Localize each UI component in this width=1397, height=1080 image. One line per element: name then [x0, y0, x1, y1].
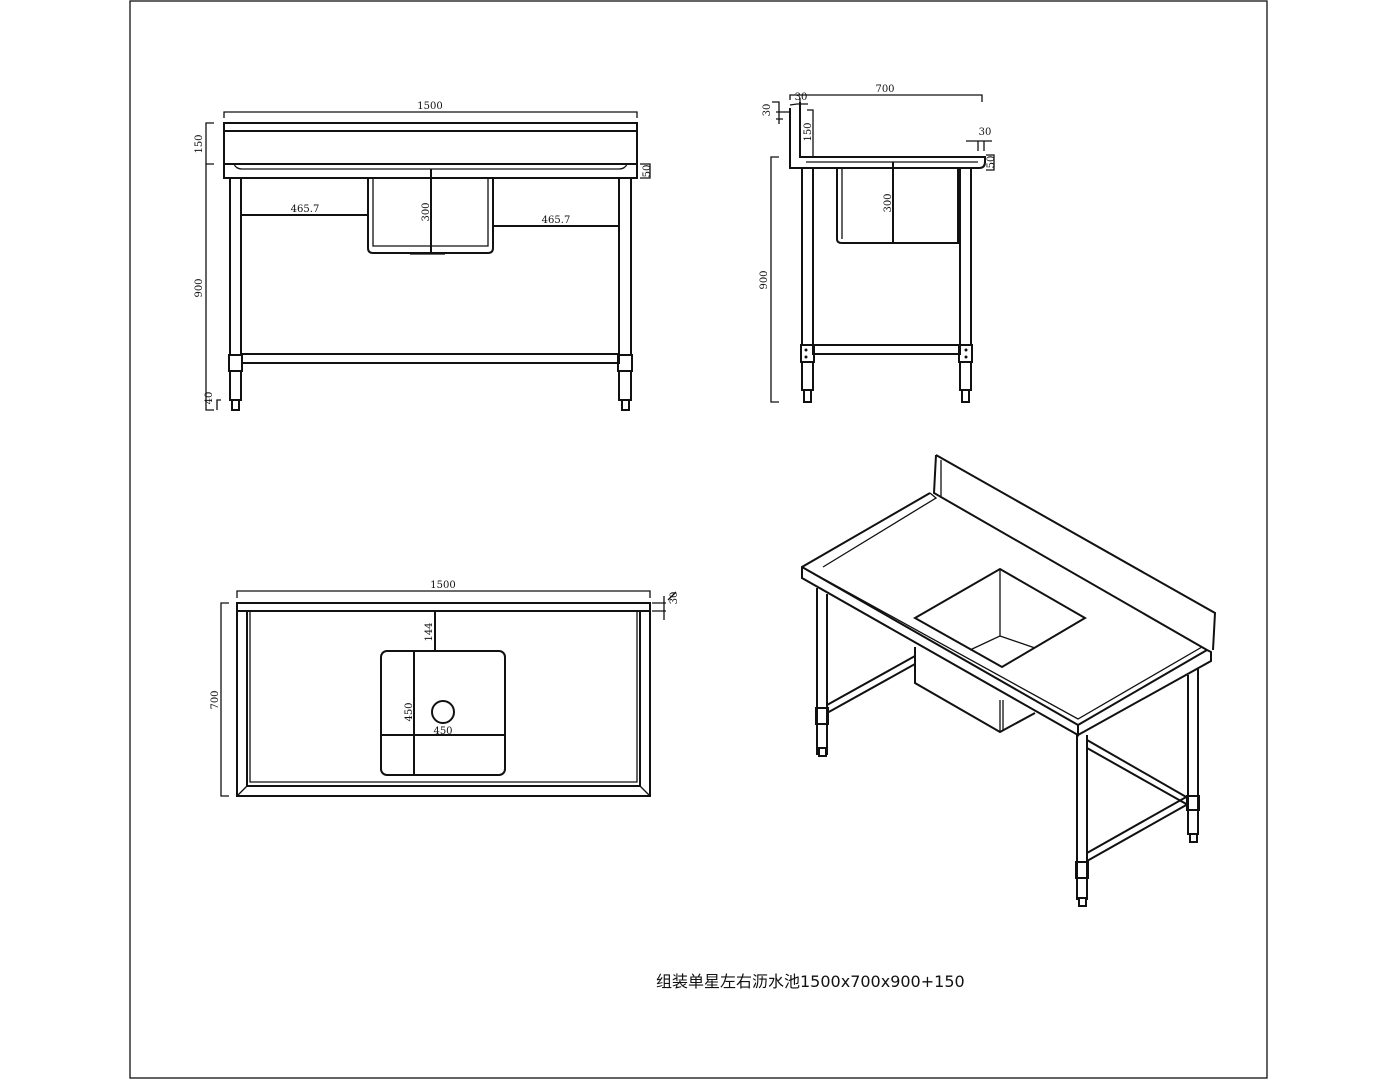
dim-top-backsplash-label: 30 — [669, 592, 680, 605]
dim-bowl-offset-label: 144 — [424, 622, 435, 641]
dim-backsplash-thickness-label: 30 — [762, 104, 773, 117]
drawing-border — [129, 0, 1268, 1079]
dim-bowl-length-label: 450 — [404, 702, 415, 721]
side-right-leg — [959, 167, 972, 346]
drain-hole — [431, 700, 455, 724]
side-view: 700 300 150 30 30 30 50 900 — [759, 84, 997, 403]
dim-side-backsplash-label: 150 — [803, 122, 814, 141]
dim-backsplash-top-label: 30 — [795, 92, 808, 103]
dim-backsplash-height-label: 150 — [194, 134, 205, 153]
side-bottom-bar — [812, 344, 961, 355]
side-left-leg — [801, 167, 814, 346]
dim-right-offset-label: 465.7 — [542, 215, 571, 226]
dim-top-depth-label: 700 — [210, 690, 221, 709]
front-left-leg — [229, 177, 242, 356]
iso-sink-opening — [912, 567, 1087, 669]
dim-top-width-label: 1500 — [430, 580, 455, 591]
dim-front-lip-label: 30 — [979, 127, 992, 138]
dim-bowl-width-label: 450 — [433, 726, 452, 737]
top-sink-bowl — [380, 650, 506, 776]
dim-foot-height-label: 40 — [204, 392, 215, 405]
top-view: 1500 144 450 450 700 30 — [210, 580, 680, 797]
front-right-leg — [618, 177, 632, 356]
dim-counter-thickness-label: 50 — [642, 165, 653, 178]
side-counter-outline — [789, 108, 986, 169]
top-counter-outline — [236, 602, 651, 797]
dim-line-depth — [789, 94, 983, 102]
dim-left-offset-label: 465.7 — [291, 204, 320, 215]
iso-front-right-leg — [1076, 735, 1088, 900]
dim-depth-label: 700 — [875, 84, 894, 95]
isometric-view — [801, 454, 1217, 907]
drawing-caption: 组装单星左右沥水池1500x700x900+150 — [656, 972, 965, 991]
front-bottom-bar — [241, 353, 620, 364]
side-sink-bowl — [836, 168, 959, 244]
dim-width-label: 1500 — [417, 101, 442, 112]
dim-leg-height-label: 900 — [194, 278, 205, 297]
iso-left-leg — [816, 588, 828, 755]
dim-side-leg-height-label: 900 — [759, 270, 770, 289]
dim-line-width — [223, 111, 638, 118]
dim-side-bowl-depth-label: 300 — [883, 193, 894, 212]
dim-side-counter-thickness-label: 50 — [986, 156, 997, 169]
dim-bowl-depth-label: 300 — [421, 202, 432, 221]
front-view: 1500 300 465.7 465.7 150 900 40 50 — [194, 101, 653, 411]
